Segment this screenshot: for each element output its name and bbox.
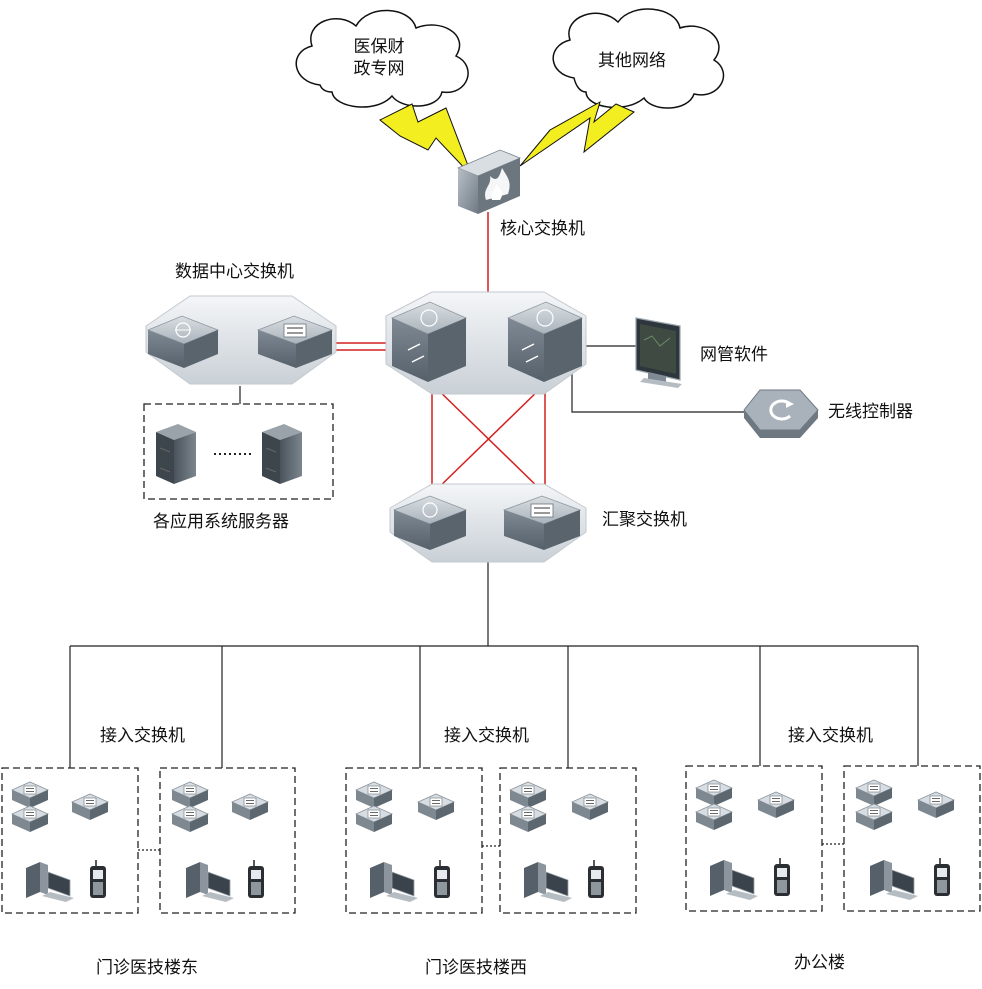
building-label-west: 门诊医技楼西	[425, 958, 527, 978]
switch-icon	[385, 291, 587, 395]
lightning-icon	[519, 100, 635, 167]
server-icon	[156, 424, 196, 484]
building-label-office: 办公楼	[794, 953, 845, 973]
cloud-label-medical-text: 医保财政专网	[353, 37, 405, 79]
switch-icon	[145, 295, 337, 385]
cloud-icon	[295, 9, 469, 108]
building-label-east: 门诊医技楼东	[96, 958, 198, 978]
lightning-icon	[379, 103, 473, 177]
cloud-label-medical: 医保财政专网	[344, 36, 414, 80]
access-switch-label-west: 接入交换机	[444, 726, 529, 746]
firewall-icon	[456, 149, 522, 214]
aggregation-switch-label: 汇聚交换机	[602, 510, 687, 530]
access-switch-label-east: 接入交换机	[100, 726, 185, 746]
access-group-east	[1, 767, 296, 914]
wireless-controller-label: 无线控制器	[828, 402, 913, 422]
servers-label: 各应用系统服务器	[153, 512, 289, 532]
monitor-icon	[635, 317, 682, 388]
access-group-west	[345, 767, 637, 914]
nms-label: 网管软件	[700, 345, 768, 365]
datacenter-switch-label: 数据中心交换机	[175, 262, 294, 282]
server-group-frame	[143, 403, 334, 500]
wireless-controller-icon	[743, 389, 819, 438]
access-devices	[11, 779, 955, 903]
access-group-office	[685, 765, 981, 912]
core-switch-label: 核心交换机	[500, 219, 585, 239]
cloud-label-other: 其他网络	[598, 51, 666, 71]
access-switch-label-office: 接入交换机	[788, 726, 873, 746]
server-icon	[262, 424, 302, 484]
switch-icon	[389, 483, 587, 563]
cloud-icon	[552, 8, 725, 109]
